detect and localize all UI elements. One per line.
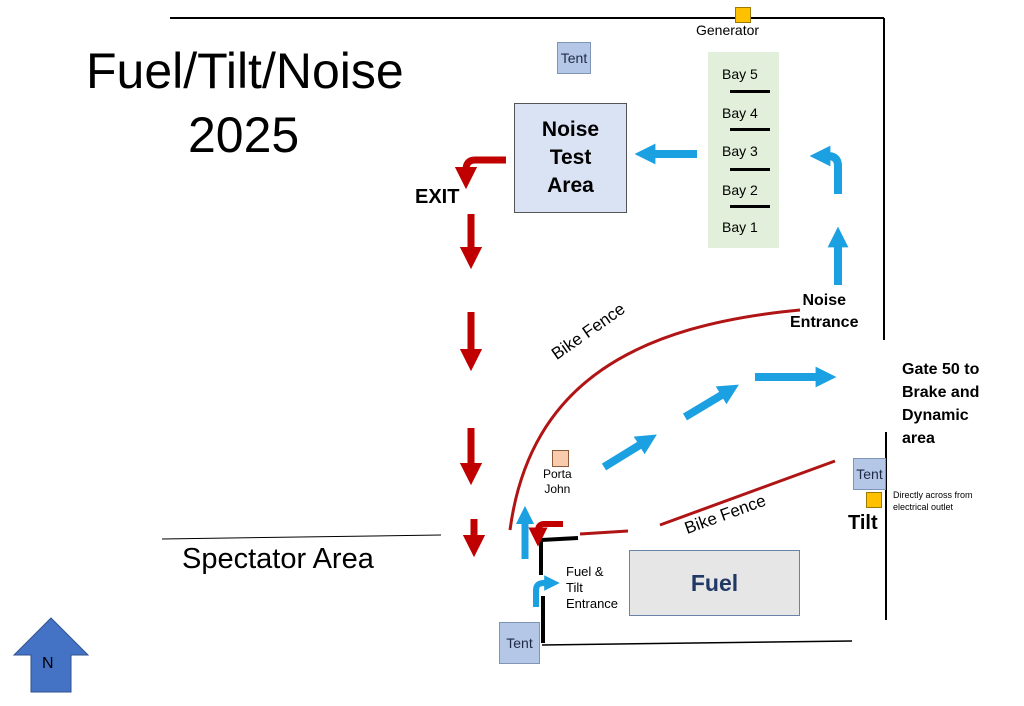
noise-test-line-1: Noise [541,118,600,141]
tilt-note-line-2: electrical outlet [893,502,954,512]
bay-3-label: Bay 3 [722,143,758,159]
bay-area: Bay 5 Bay 4 Bay 3 Bay 2 Bay 1 [708,52,779,248]
bay-divider [730,205,770,208]
exit-turn-arrow [454,156,506,190]
diagonal-arrow-lower [601,434,657,471]
generator-marker [735,7,751,23]
generator-label: Generator [696,22,760,38]
exit-label: EXIT [415,186,460,208]
tilt-marker [866,492,882,508]
bike-fence-lower-segment [579,529,629,536]
tilt-note-line-1: Directly across from [893,490,973,500]
gate-50-line-3: Dynamic [902,407,969,424]
bay-divider [730,128,770,131]
fuel-tilt-entrance-line-2: Tilt [566,580,583,595]
spectator-area-label: Spectator Area [182,543,374,575]
bay-1-label: Bay 1 [722,219,758,235]
noise-test-line-2: Test [549,146,592,169]
gate-50-line-4: area [902,430,935,447]
page-title: Fuel/Tilt/Noise [86,43,404,99]
tent-top: Tent [557,42,591,74]
bike-fence-upper [508,308,801,531]
tent-bottom: Tent [499,622,540,664]
bay-divider [730,90,770,93]
bay-entry-turn-arrow [809,145,842,194]
bay-4-label: Bay 4 [722,105,758,121]
porta-john-label: Porta John [543,467,572,497]
fuel-exit-turn-arrow [528,521,563,547]
spectator-line [161,534,442,540]
noise-entrance-line-2: Entrance [790,314,859,331]
north-label: N [42,655,54,672]
gate-50-line-1: Gate 50 to [902,361,980,378]
gate-50-label: Gate 50 to Brake and Dynamic area [902,358,979,450]
north-arrow-icon [12,617,90,693]
porta-john-line-1: Porta [543,467,572,481]
gate-50-line-2: Brake and [902,384,980,401]
bay-2-label: Bay 2 [722,182,758,198]
noise-test-line-3: Area [547,174,594,197]
porta-john-marker [552,450,569,467]
boundary-bottom [541,640,853,646]
tilt-label: Tilt [848,512,878,534]
fuel-tilt-entrance-line-3: Entrance [566,596,619,611]
noise-entrance-label: Noise Entrance [790,290,858,334]
noise-entrance-line-1: Noise [802,292,847,309]
diagonal-arrow-upper [682,384,739,421]
fuel-entrance-turn-arrow [533,575,560,607]
fuel-tilt-entrance-label: Fuel & Tilt Entrance [566,564,618,612]
bay-divider [730,168,770,171]
tent-tilt: Tent [853,458,886,490]
tilt-note: Directly across from electrical outlet [893,489,973,513]
porta-john-line-2: John [544,482,571,496]
fuel-area: Fuel [629,550,800,616]
fuel-tilt-entrance-line-1: Fuel & [566,564,604,579]
noise-test-area: Noise Test Area [514,103,627,213]
bay-5-label: Bay 5 [722,66,758,82]
page-title-year: 2025 [188,107,300,163]
bike-fence-lower [659,459,836,527]
